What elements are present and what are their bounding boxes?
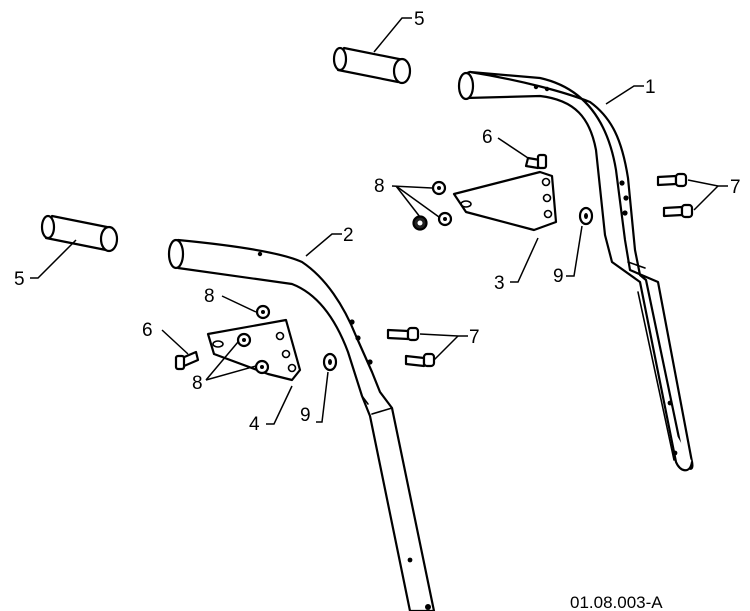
callout-6-right: 6 <box>482 127 493 148</box>
nut-8-left-c <box>254 359 270 375</box>
callout-4: 4 <box>249 414 260 435</box>
callout-5-top: 5 <box>414 9 425 30</box>
handle-tube-right <box>457 70 694 472</box>
bolt-7-right-lower <box>662 203 694 219</box>
nut-8-right-c <box>412 215 428 231</box>
grip-tube-left <box>40 214 119 253</box>
bolt-6-left <box>174 350 200 371</box>
bolt-7-left-upper <box>386 326 420 342</box>
handle-tube-left <box>167 238 436 611</box>
nut-8-right-a <box>431 180 447 196</box>
bolt-7-right-upper <box>656 172 688 188</box>
leader-lines <box>30 17 728 425</box>
callout-2: 2 <box>343 225 354 246</box>
bolt-6-right <box>524 153 548 170</box>
drawing-code: 01.08.003-A <box>570 593 663 611</box>
callout-9-left: 9 <box>300 405 311 426</box>
callout-8-left-bottom: 8 <box>192 373 203 394</box>
callout-3: 3 <box>494 273 505 294</box>
nut-8-left-a <box>255 304 271 320</box>
nut-8-right-b <box>437 211 453 227</box>
callout-7-right: 7 <box>730 177 741 198</box>
callout-9-right: 9 <box>553 266 564 287</box>
callout-8-left-top: 8 <box>204 286 215 307</box>
callout-1: 1 <box>645 77 656 98</box>
grip-tube-top <box>332 46 412 85</box>
bolt-7-left-lower <box>404 352 436 368</box>
callout-8-right: 8 <box>374 176 385 197</box>
callout-7-left: 7 <box>469 327 480 348</box>
washer-9-right <box>578 206 594 226</box>
callout-6-left: 6 <box>142 320 153 341</box>
bracket-left <box>206 318 302 382</box>
bracket-right <box>452 170 558 232</box>
nut-8-left-b <box>236 332 252 348</box>
callout-5-left: 5 <box>14 269 25 290</box>
washer-9-left <box>322 352 338 372</box>
